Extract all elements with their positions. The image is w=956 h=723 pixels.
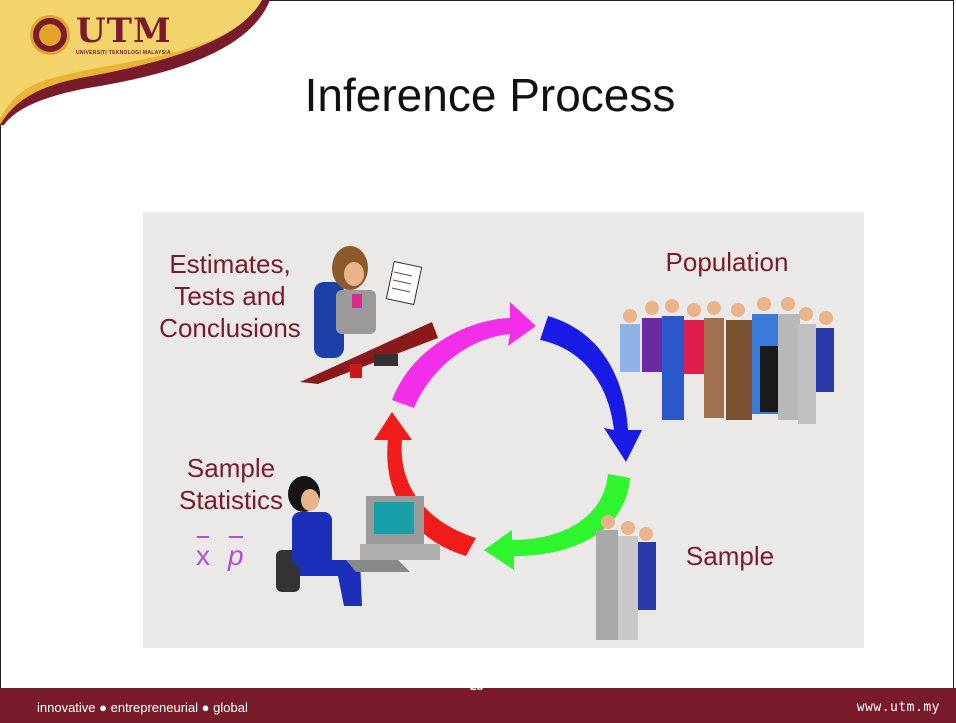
x-bar-symbol: x bbox=[196, 536, 210, 571]
utm-logo: UTM UNIVERSITI TEKNOLOGI MALAYSIA bbox=[30, 14, 172, 56]
arrow-estimates-to-population bbox=[392, 302, 536, 408]
footer-tagline: innovative ● entrepreneurial ● global bbox=[37, 700, 248, 715]
p-bar-symbol: p bbox=[228, 536, 244, 571]
computer-user-illustration bbox=[276, 476, 440, 606]
arrow-sample-to-statistics bbox=[484, 474, 630, 570]
logo-subtitle: UNIVERSITI TEKNOLOGI MALAYSIA bbox=[76, 50, 171, 56]
footer-bar: innovative ● entrepreneurial ● global ww… bbox=[0, 688, 956, 723]
footer-url: www.utm.my bbox=[856, 700, 940, 715]
sample-group-illustration bbox=[596, 515, 656, 640]
logo-wordmark: UTM bbox=[76, 11, 172, 51]
slide-title: Inference Process bbox=[304, 69, 676, 121]
label-sample-statistics: Sample Statistics bbox=[178, 453, 284, 515]
arrow-population-to-sample bbox=[540, 316, 642, 462]
label-estimates: Estimates, Tests and Conclusions bbox=[159, 249, 301, 343]
population-crowd-illustration bbox=[620, 297, 834, 424]
page-number: 25 bbox=[470, 679, 484, 693]
utm-crest-icon bbox=[30, 15, 70, 55]
arrow-statistics-to-estimates bbox=[374, 412, 476, 556]
label-sample: Sample bbox=[685, 541, 775, 571]
analyst-at-desk-illustration bbox=[300, 246, 438, 384]
diagram-panel bbox=[143, 212, 864, 648]
label-population: Population bbox=[665, 247, 789, 277]
